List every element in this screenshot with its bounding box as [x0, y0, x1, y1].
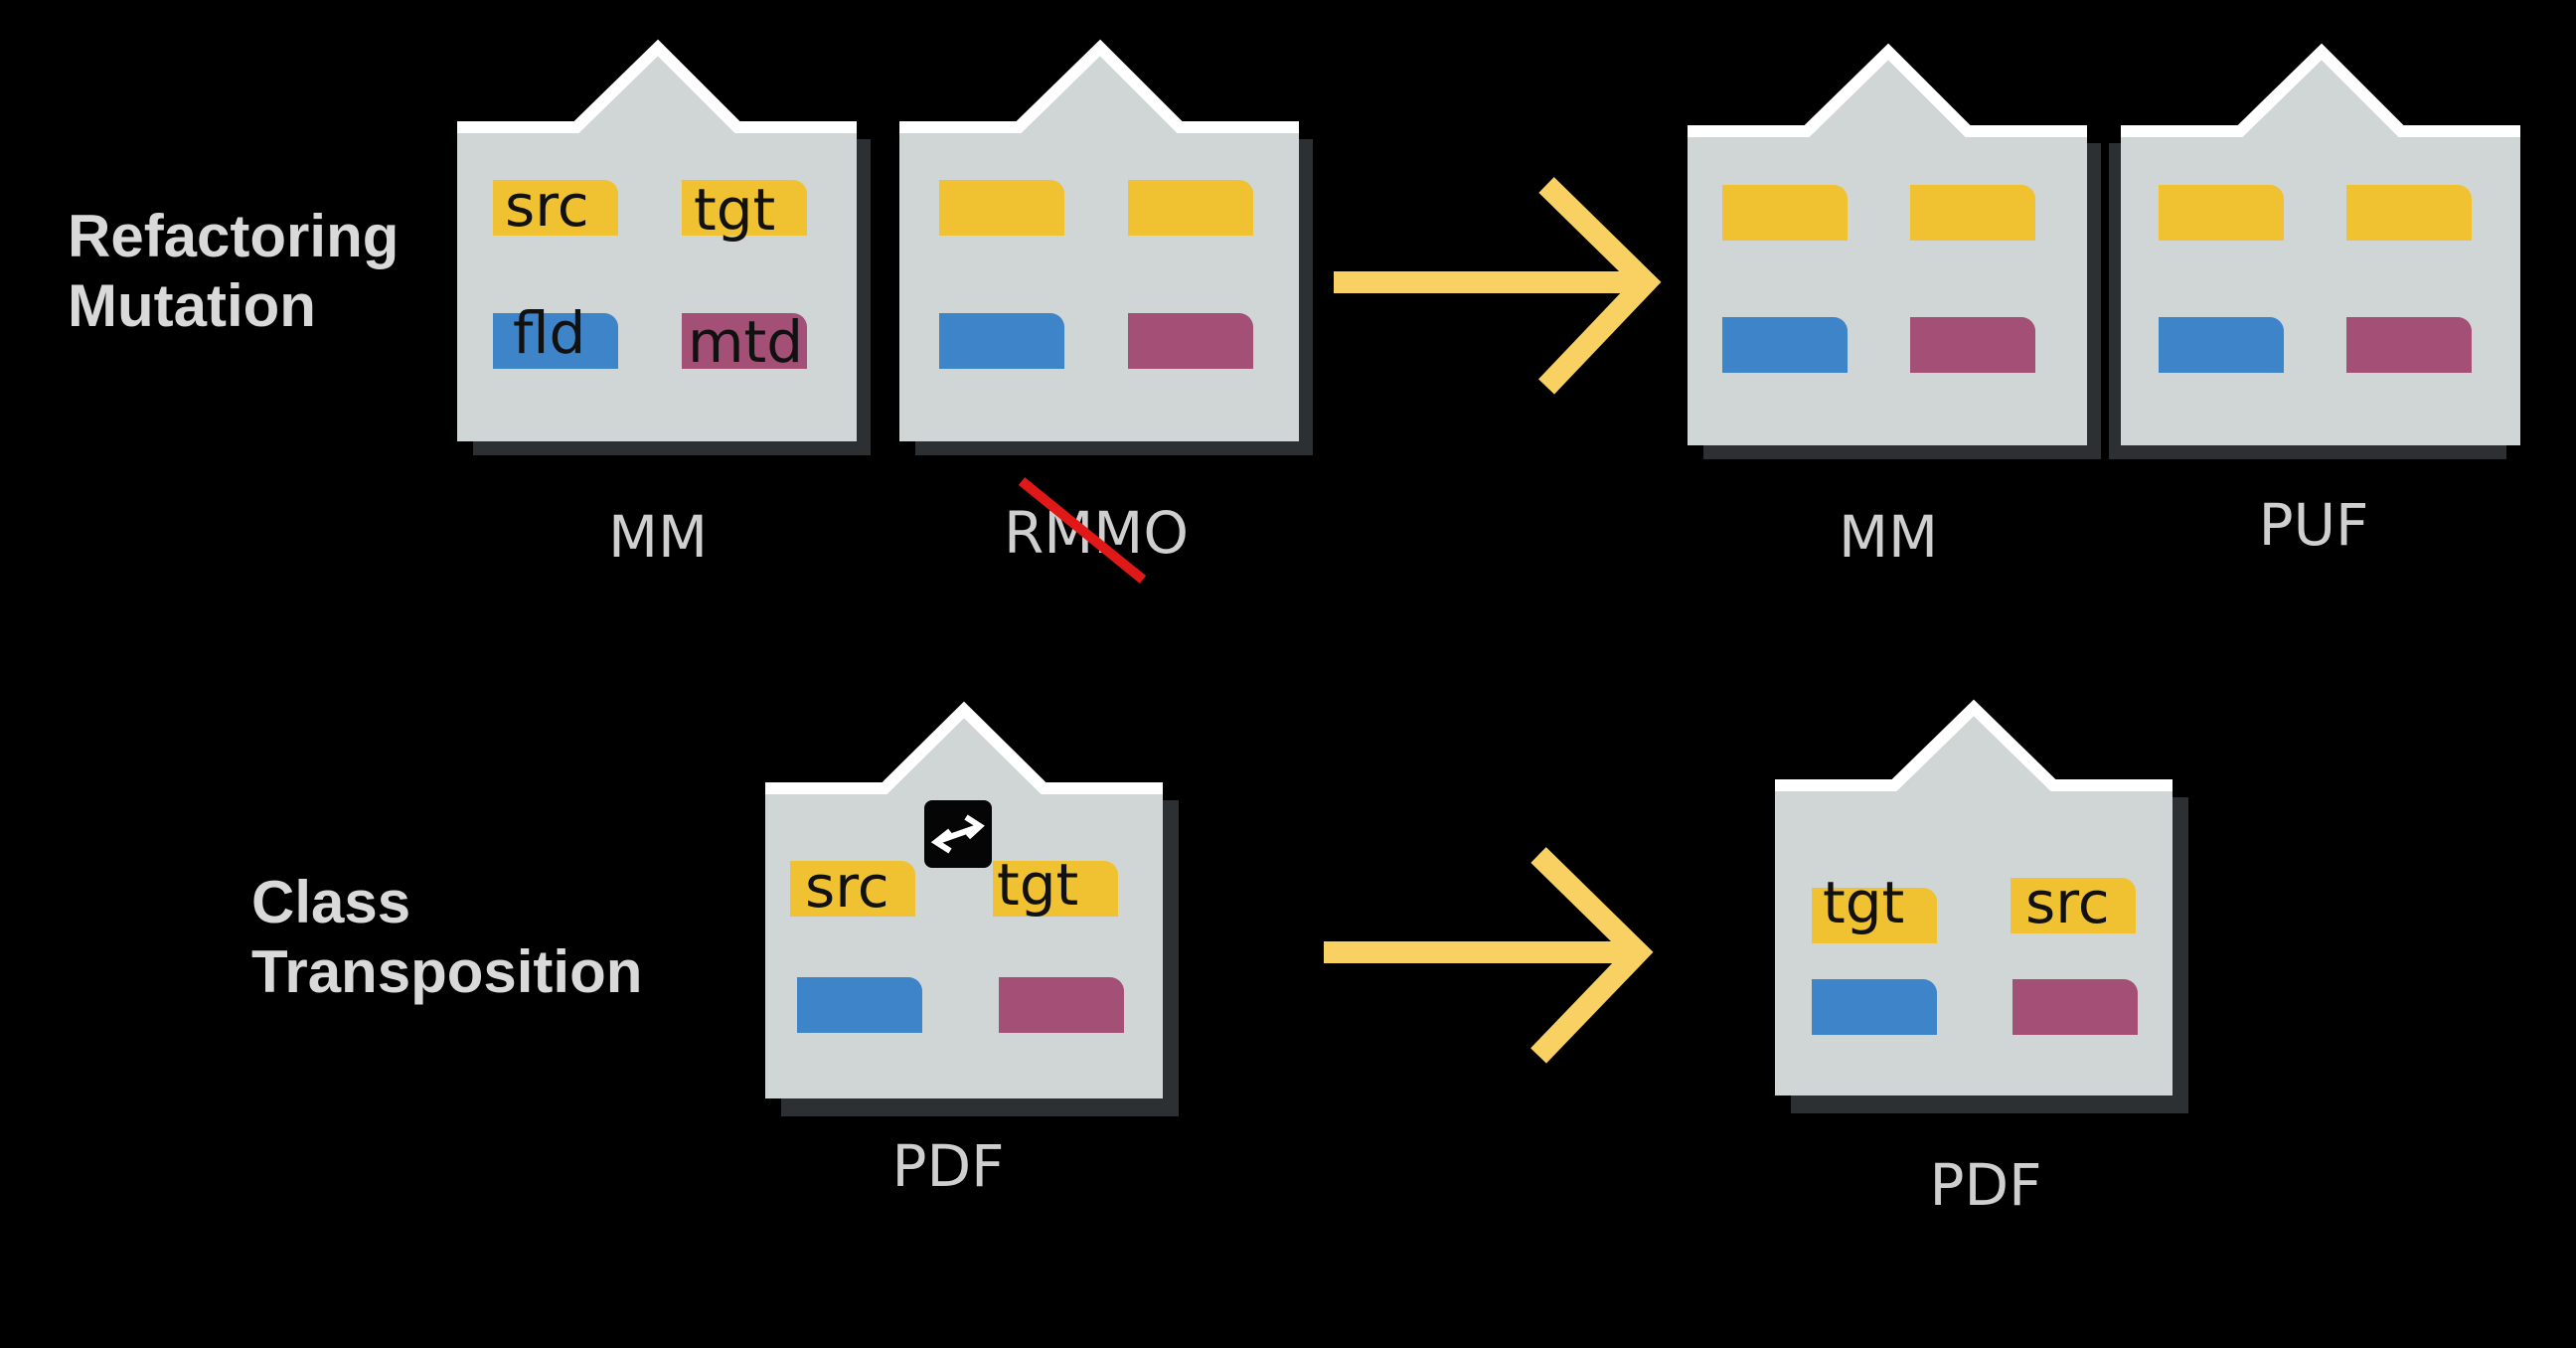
class-chip-tgt [682, 180, 807, 236]
chip-text-tgt: tgt [1823, 869, 1904, 936]
row-label-mutation: Mutation [68, 272, 316, 339]
package-mm-after [1688, 43, 2101, 459]
class-chip-src [2011, 878, 2136, 933]
class-chip-tgt [993, 861, 1118, 917]
chip-text-tgt: tgt [694, 176, 775, 244]
row-label-transposition: Transposition [251, 938, 642, 1005]
method-chip [682, 313, 807, 369]
package-label-pdf-before: PDF [892, 1132, 1005, 1200]
package-label-pdf-after: PDF [1930, 1151, 2042, 1219]
row-label-refactoring: Refactoring [68, 203, 399, 269]
chip-text-mtd: mtd [688, 308, 803, 376]
class-chip-src [790, 861, 915, 917]
chip-text-tgt: tgt [997, 851, 1078, 919]
swap-arrows-icon [924, 800, 992, 868]
chip-text-fld: fld [513, 299, 585, 367]
right-arrow-icon [1334, 177, 1662, 395]
field-chip [493, 313, 618, 369]
package-label-puf: PUF [2259, 491, 2369, 559]
class-chip-src [493, 180, 618, 236]
package-label-rmmo: RMMO [1004, 499, 1189, 567]
package-pdf-after: tgt src [1775, 699, 2188, 1113]
class-chip-tgt [1812, 888, 1937, 943]
package-label-mm-after: MM [1839, 503, 1938, 571]
right-arrow-icon [1324, 847, 1654, 1064]
package-label-mm-before: MM [608, 503, 708, 571]
package-mm-before: src tgt fld mtd [457, 39, 871, 455]
package-rmmo [899, 39, 1313, 455]
package-puf [2109, 43, 2520, 459]
chip-text-src: src [805, 853, 889, 921]
chip-text-src: src [2025, 869, 2110, 936]
package-pdf-before: src tgt [765, 701, 1179, 1116]
row-label-class: Class [251, 869, 410, 935]
strike-through-mark [1018, 477, 1147, 584]
chip-text-src: src [505, 172, 589, 240]
